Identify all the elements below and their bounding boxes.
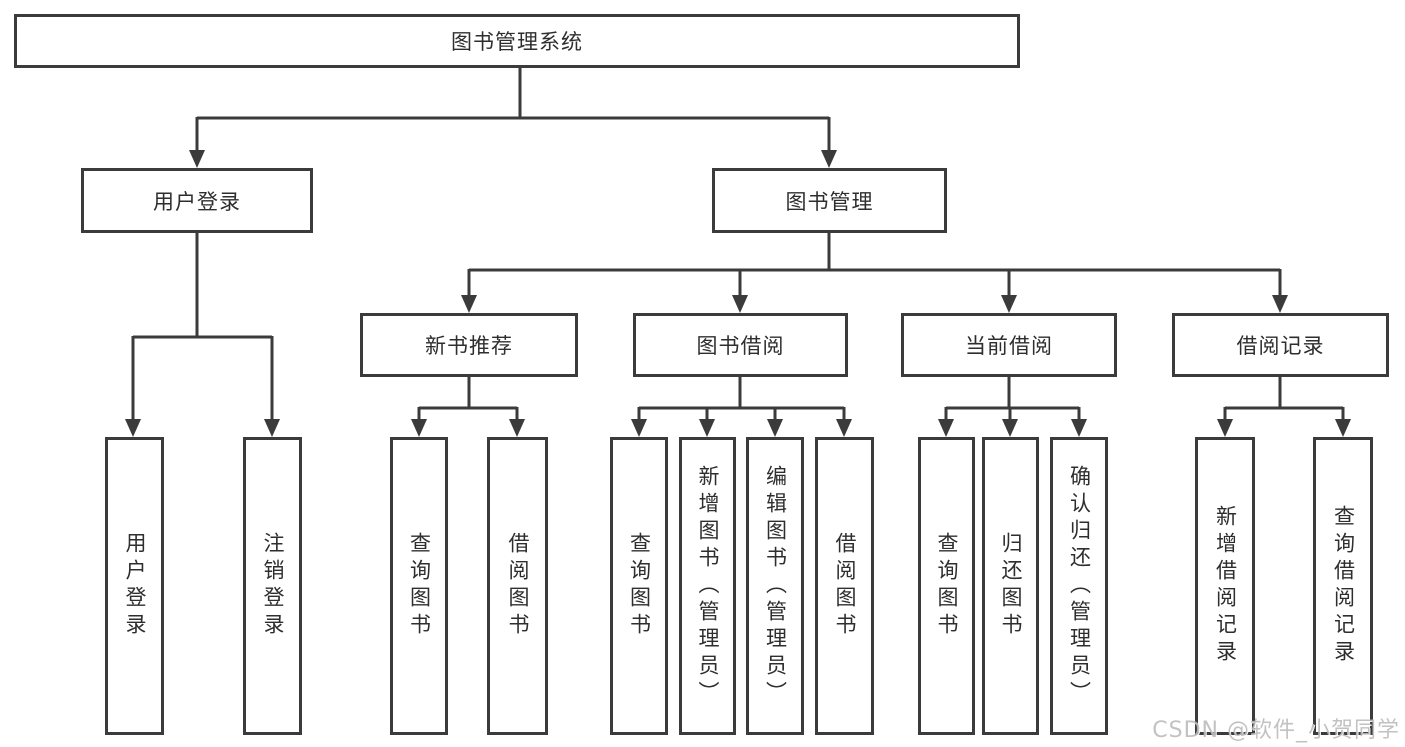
node-book-borrowing: 图书借阅 [633,313,848,377]
leaf-add-borrow-record: 新增借阅记录 [1195,437,1255,735]
node-library-management-system: 图书管理系统 [14,14,1020,68]
leaf-user-login: 用户登录 [105,437,164,735]
leaf-query-borrow-record: 查询借阅记录 [1313,437,1373,735]
node-current-borrowing: 当前借阅 [901,313,1117,377]
node-book-management: 图书管理 [712,168,947,233]
leaf-borrow-books-borrow: 借阅图书 [815,437,874,735]
leaf-query-books-current: 查询图书 [918,437,975,735]
node-user-login: 用户登录 [81,168,313,233]
leaf-logout: 注销登录 [243,437,302,735]
leaf-edit-books-admin: 编辑图书（管理员） [746,437,804,735]
csdn-watermark: CSDN @软件_小贺同学 [1152,718,1400,743]
leaf-query-books-newrec: 查询图书 [390,437,448,735]
node-new-book-recommendation: 新书推荐 [360,313,578,377]
leaf-return-books: 归还图书 [982,437,1039,735]
node-borrowing-records: 借阅记录 [1172,313,1389,377]
leaf-query-books-borrow: 查询图书 [610,437,668,735]
leaf-borrow-books-newrec: 借阅图书 [487,437,548,735]
leaf-confirm-return-admin: 确认归还（管理员） [1050,437,1108,735]
leaf-add-books-admin: 新增图书（管理员） [679,437,736,735]
